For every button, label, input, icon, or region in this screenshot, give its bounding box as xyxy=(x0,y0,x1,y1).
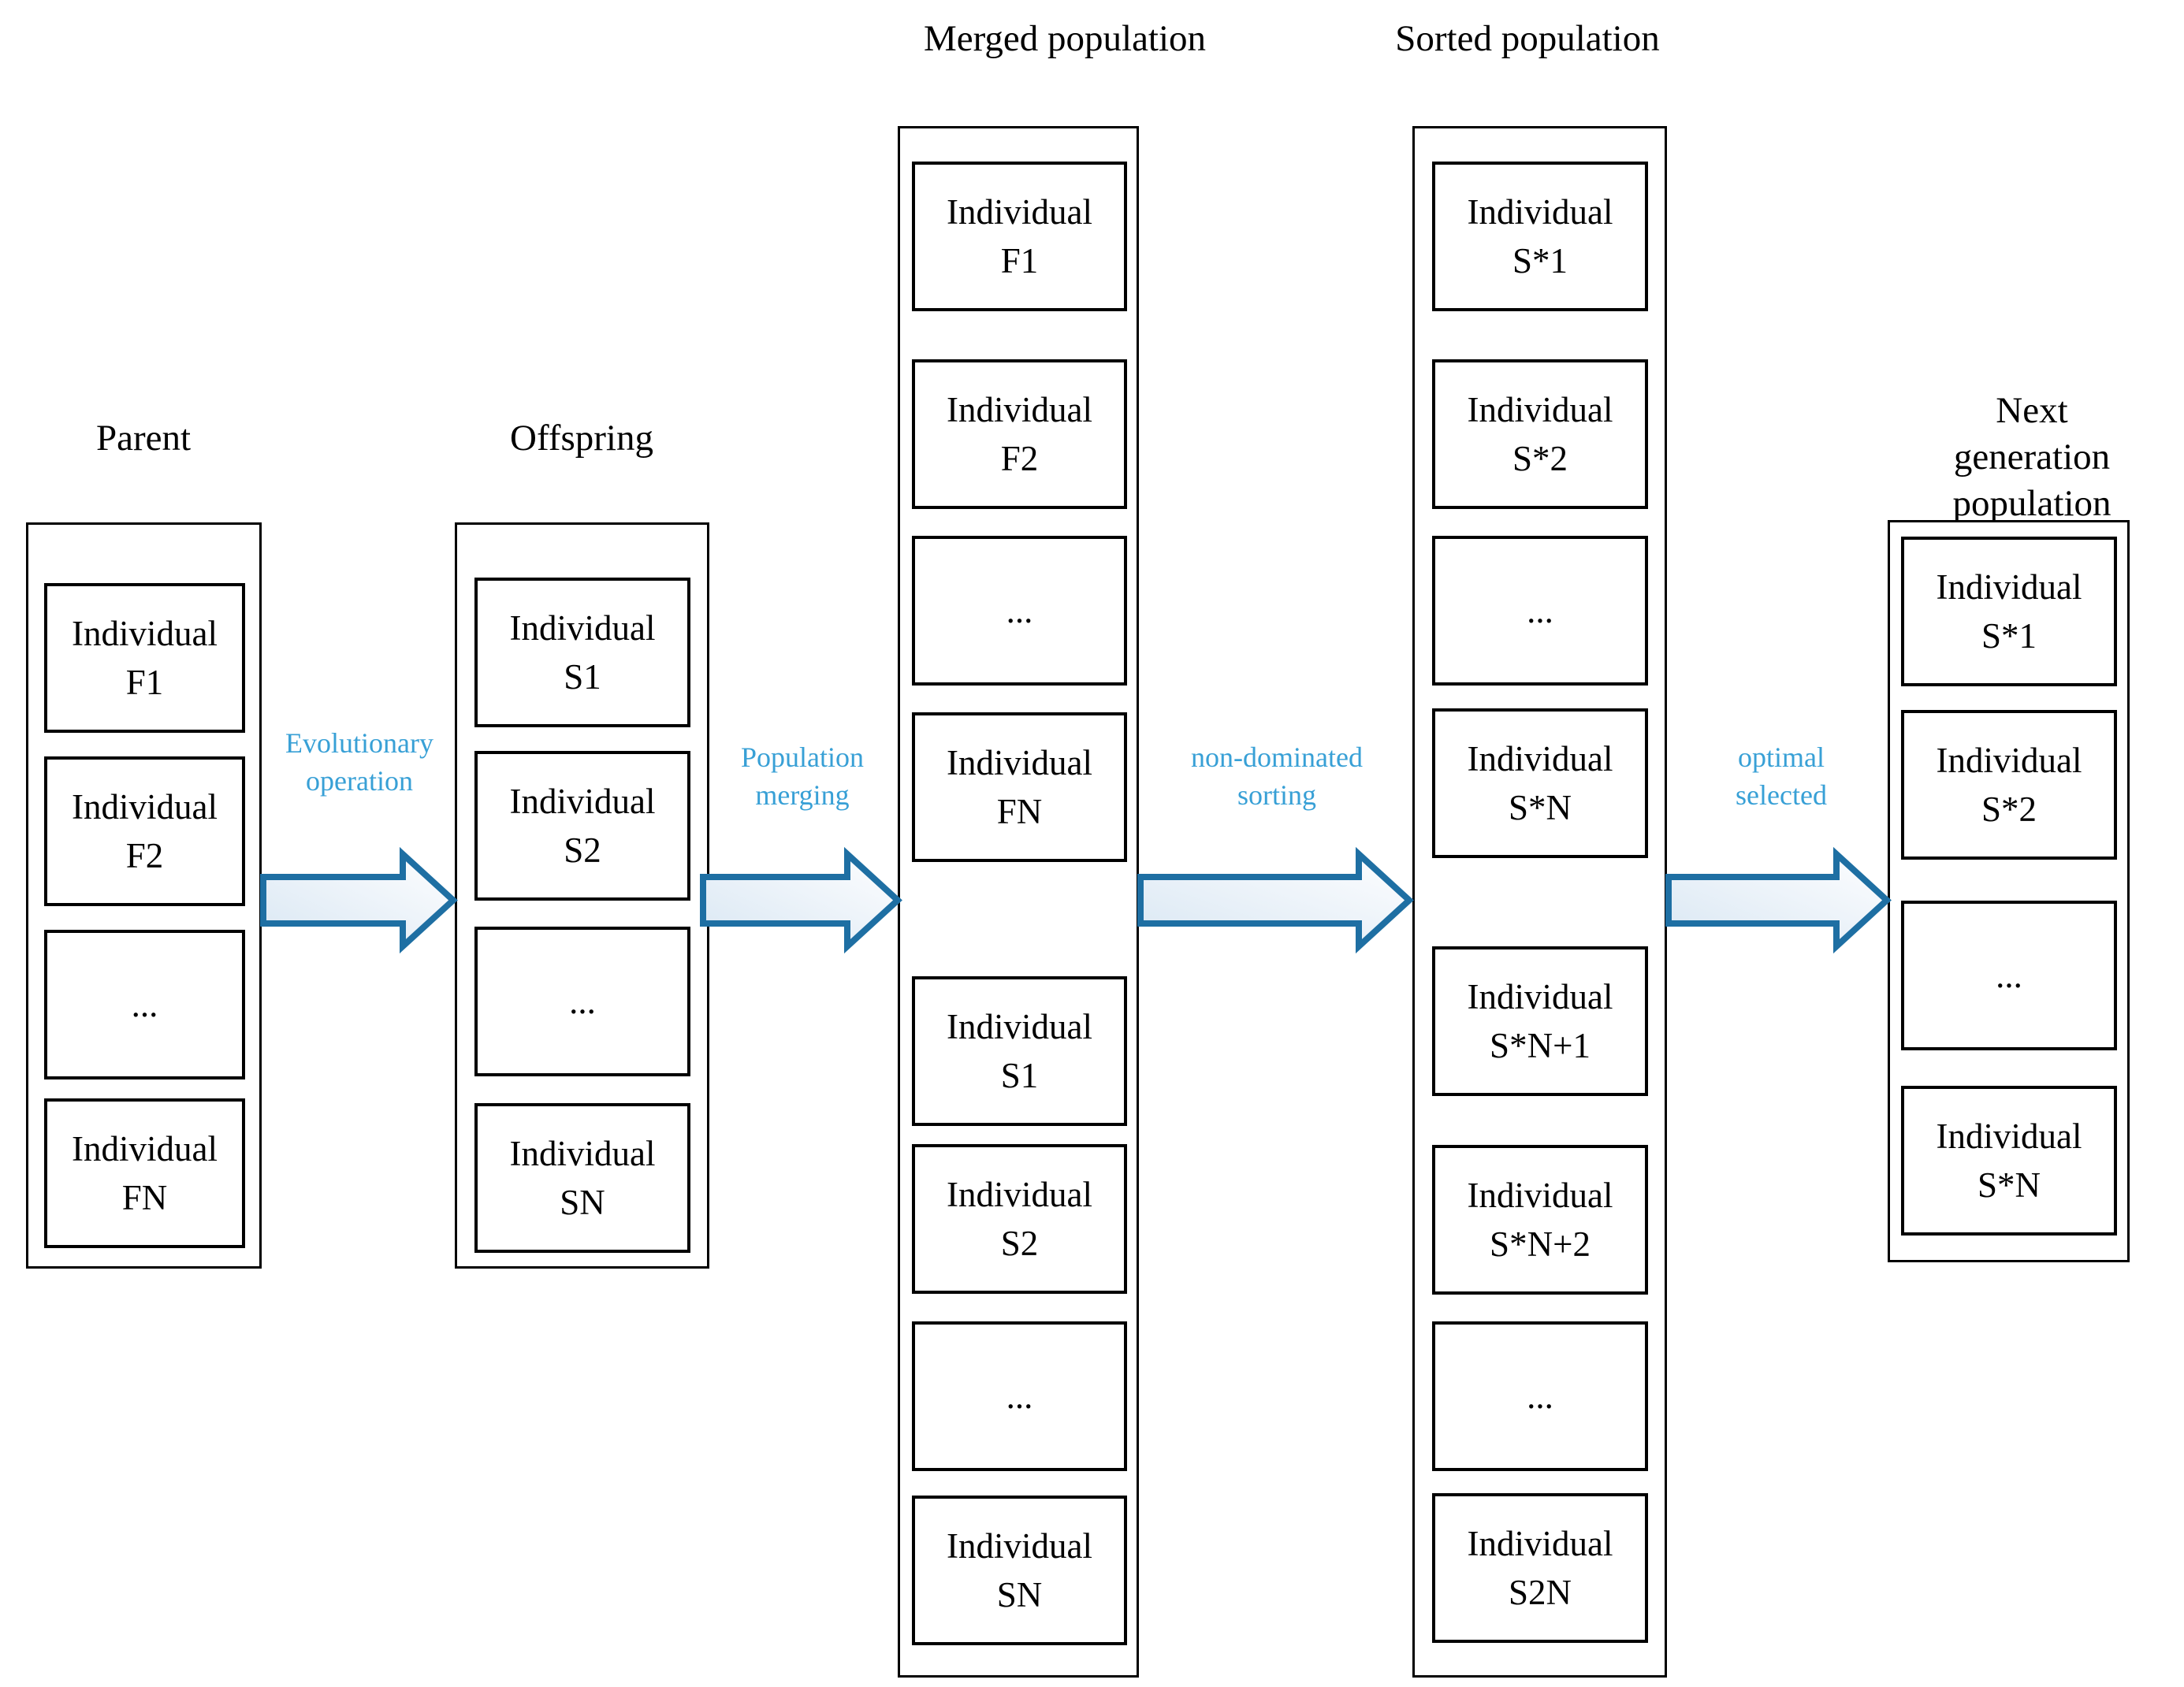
offspring-column: Individual S1 Individual S2 ... Individu… xyxy=(455,522,709,1269)
sorted-box-ellipsis-2: ... xyxy=(1432,1321,1648,1471)
merged-column: Individual F1 Individual F2 ... Individu… xyxy=(898,126,1139,1678)
optimal-selected-arrow xyxy=(1665,846,1892,954)
merged-box-sn: Individual SN xyxy=(912,1496,1127,1645)
box-label: ... xyxy=(1006,590,1033,630)
box-label: Individual S2 xyxy=(509,781,656,870)
nextgen-column-title: Next generation population xyxy=(1952,390,2111,524)
box-label: Individual S1 xyxy=(947,1006,1092,1095)
parent-column-title: Parent xyxy=(95,418,192,459)
box-label: Individual SN xyxy=(509,1133,656,1222)
sorted-box-ellipsis-1: ... xyxy=(1432,536,1648,686)
merged-box-s2: Individual S2 xyxy=(912,1144,1127,1294)
box-label: Individual F2 xyxy=(947,389,1092,478)
box-label: ... xyxy=(1996,955,2022,995)
sorted-box-sn2: Individual S*N+2 xyxy=(1432,1145,1648,1295)
parent-box-ellipsis: ... xyxy=(44,930,245,1079)
parent-box-f2: Individual F2 xyxy=(44,756,245,906)
offspring-box-sn: Individual SN xyxy=(474,1103,690,1253)
box-label: Individual FN xyxy=(72,1128,218,1217)
box-label: Individual S2 xyxy=(947,1174,1092,1263)
offspring-box-s2: Individual S2 xyxy=(474,751,690,901)
box-label: Individual S*N xyxy=(1936,1116,2082,1205)
merged-box-ellipsis-1: ... xyxy=(912,536,1127,686)
sorted-box-s2: Individual S*2 xyxy=(1432,359,1648,509)
box-label: Individual F2 xyxy=(72,786,218,875)
box-label: Individual S*1 xyxy=(1467,191,1613,281)
box-label: Individual S*2 xyxy=(1936,740,2082,829)
non-dominated-sorting-label: non-dominated sorting xyxy=(1191,741,1363,811)
offspring-box-ellipsis: ... xyxy=(474,927,690,1076)
merged-box-f1: Individual F1 xyxy=(912,162,1127,311)
sorted-box-s1: Individual S*1 xyxy=(1432,162,1648,311)
box-label: ... xyxy=(131,984,158,1024)
box-label: Individual S*1 xyxy=(1936,567,2082,656)
box-label: Individual F1 xyxy=(72,613,218,702)
sorted-box-s2n: Individual S2N xyxy=(1432,1493,1648,1643)
box-label: Individual SN xyxy=(947,1525,1092,1615)
nextgen-box-ellipsis: ... xyxy=(1901,901,2117,1050)
nextgen-box-s1: Individual S*1 xyxy=(1901,537,2117,686)
parent-box-f1: Individual F1 xyxy=(44,583,245,733)
offspring-box-s1: Individual S1 xyxy=(474,578,690,727)
population-merging-label: Population merging xyxy=(740,741,865,811)
box-label: ... xyxy=(1527,590,1553,630)
population-merging-arrow xyxy=(700,846,902,954)
box-label: Individual FN xyxy=(947,742,1092,831)
merged-box-f2: Individual F2 xyxy=(912,359,1127,509)
box-label: ... xyxy=(1527,1376,1553,1416)
box-label: ... xyxy=(569,981,596,1021)
merged-box-fn: Individual FN xyxy=(912,712,1127,862)
nextgen-box-s2: Individual S*2 xyxy=(1901,710,2117,860)
parent-column: Individual F1 Individual F2 ... Individu… xyxy=(26,522,262,1269)
sorted-column-title: Sorted population xyxy=(1395,18,1660,59)
sorted-column: Individual S*1 Individual S*2 ... Indivi… xyxy=(1412,126,1667,1678)
box-label: Individual S*N+2 xyxy=(1467,1175,1613,1264)
box-label: Individual S2N xyxy=(1467,1523,1613,1612)
parent-box-fn: Individual FN xyxy=(44,1098,245,1248)
box-label: Individual S1 xyxy=(509,608,656,697)
box-label: Individual S*2 xyxy=(1467,389,1613,478)
evolutionary-operation-label: Evolutionary operation xyxy=(285,727,433,797)
merged-box-ellipsis-2: ... xyxy=(912,1321,1127,1471)
merged-box-s1: Individual S1 xyxy=(912,976,1127,1126)
non-dominated-sorting-arrow xyxy=(1137,846,1414,954)
sorted-box-sn1: Individual S*N+1 xyxy=(1432,946,1648,1096)
offspring-column-title: Offspring xyxy=(510,418,653,459)
optimal-selected-label: optimal selected xyxy=(1736,741,1827,811)
nextgen-box-sn: Individual S*N xyxy=(1901,1086,2117,1236)
box-label: Individual S*N+1 xyxy=(1467,976,1613,1065)
box-label: Individual S*N xyxy=(1467,738,1613,827)
evolutionary-operation-arrow xyxy=(260,846,458,954)
sorted-box-sn: Individual S*N xyxy=(1432,708,1648,858)
box-label: Individual F1 xyxy=(947,191,1092,281)
box-label: ... xyxy=(1006,1376,1033,1416)
nextgen-column: Individual S*1 Individual S*2 ... Indivi… xyxy=(1888,520,2130,1262)
merged-column-title: Merged population xyxy=(923,18,1207,59)
